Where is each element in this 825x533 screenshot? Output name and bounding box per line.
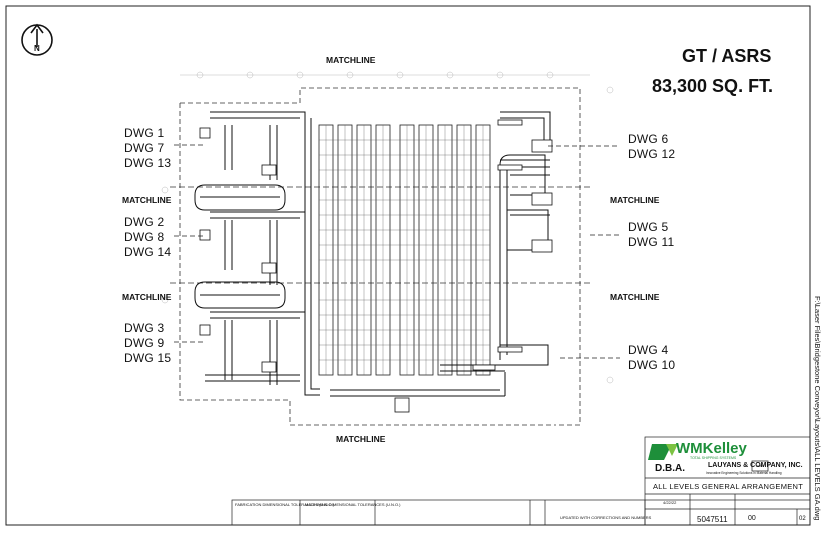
matchlines — [170, 186, 590, 284]
left-dwg-group-1: DWG 1 DWG 7 DWG 13 — [124, 126, 171, 171]
dwg-ref: DWG 2 — [124, 215, 165, 229]
left-dwg-group-2: DWG 2 DWG 8 DWG 14 — [124, 215, 171, 260]
matchline-top: MATCHLINE — [326, 55, 376, 65]
company1-name: WMKelley — [676, 440, 747, 457]
matchline-left-lower: MATCHLINE — [122, 292, 172, 302]
company1-tagline: TOTAL SHIPPING SYSTEMS — [690, 456, 737, 460]
leader-lines — [174, 144, 620, 359]
left-conveyor-devices — [199, 127, 410, 413]
matchline-right-lower: MATCHLINE — [610, 292, 660, 302]
revision-number: 00 — [748, 515, 756, 522]
date-value: 4/22/22 — [663, 500, 677, 505]
north-label: N — [34, 44, 40, 53]
right-dwg-group-2: DWG 5 DWG 11 — [628, 220, 674, 250]
left-dwg-group-3: DWG 3 DWG 9 DWG 15 — [124, 321, 171, 366]
company2-tagline: Innovative Engineering Solutions in Mate… — [706, 471, 782, 475]
dwg-ref: DWG 8 — [124, 230, 165, 244]
column-grid — [161, 71, 614, 384]
tolerance-heading: FABRICATION DIMENSIONAL TOLERANCES (U.N.… — [235, 502, 334, 507]
asrs-rack-cells — [319, 125, 490, 375]
asrs-racking — [318, 124, 491, 376]
north-arrow-icon — [21, 23, 53, 56]
matchline-right-upper: MATCHLINE — [610, 195, 660, 205]
wmkelley-logo-mark — [648, 444, 678, 460]
right-conveyor-network — [440, 111, 551, 396]
dwg-ref: DWG 4 — [628, 343, 669, 357]
dwg-ref: DWG 11 — [628, 235, 675, 249]
dwg-ref: DWG 1 — [124, 126, 165, 140]
dwg-ref: DWG 13 — [124, 156, 172, 170]
dba-label: D.B.A. — [655, 463, 685, 474]
title-line-1: GT / ASRS — [682, 46, 772, 66]
sheet-number: 02 — [799, 516, 806, 522]
company2-name: LAUYANS & COMPANY, INC. — [708, 462, 803, 469]
matchline-left-upper: MATCHLINE — [122, 195, 172, 205]
dwg-ref: DWG 15 — [124, 351, 172, 365]
dwg-ref: DWG 9 — [124, 336, 165, 350]
dwg-ref: DWG 6 — [628, 132, 669, 146]
dwg-ref: DWG 5 — [628, 220, 669, 234]
dwg-ref: DWG 14 — [124, 245, 172, 259]
drawing-title: ALL LEVELS GENERAL ARRANGEMENT — [653, 482, 804, 491]
dwg-ref: DWG 7 — [124, 141, 165, 155]
dwg-ref: DWG 10 — [628, 358, 676, 372]
file-path-label: F:\Laser Files\Bridgestone Conveyor\Layo… — [813, 296, 822, 521]
lauyans-logo-mark — [751, 460, 769, 472]
job-number: 5047511 — [697, 515, 728, 524]
right-dwg-group-1: DWG 6 DWG 12 — [628, 132, 675, 162]
right-dwg-group-3: DWG 4 DWG 10 — [628, 343, 675, 373]
dwg-ref: DWG 12 — [628, 147, 676, 161]
building-outline — [179, 87, 581, 426]
matchline-bottom: MATCHLINE — [336, 434, 386, 444]
right-conveyor-devices — [472, 119, 553, 371]
left-conveyor-network — [194, 111, 505, 397]
dwg-ref: DWG 3 — [124, 321, 165, 335]
machining-heading: MACHINING DIMENSIONAL TOLERANCES (U.N.O.… — [305, 502, 401, 507]
title-block — [231, 436, 811, 526]
revision-note: UPDATED WITH CORRECTIONS AND NUMBERS — [560, 515, 652, 520]
title-line-2: 83,300 SQ. FT. — [652, 76, 774, 96]
